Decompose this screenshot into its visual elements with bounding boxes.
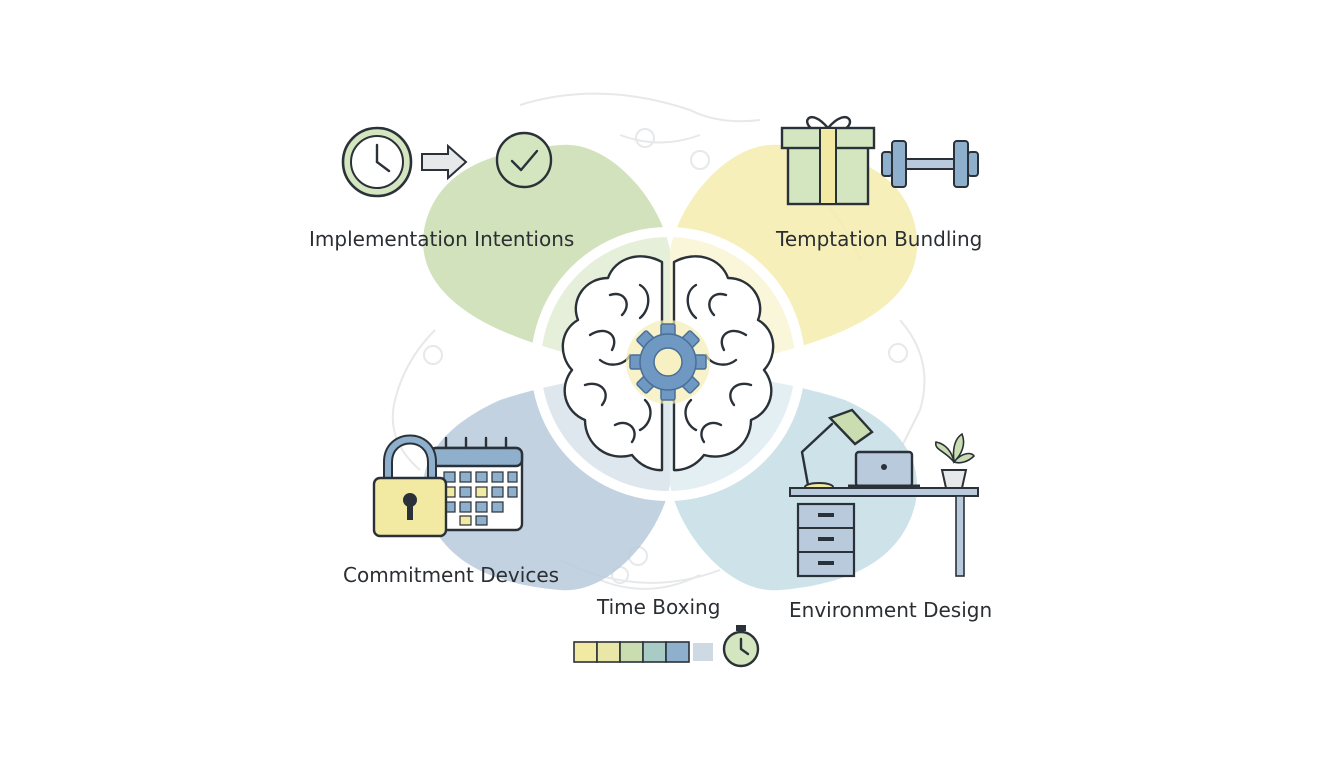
stopwatch-icon [722,625,760,668]
calendar-icon [428,436,524,532]
timeboxing-icons [573,625,760,668]
plant-icon [934,432,975,489]
label-commitment-devices: Commitment Devices [343,563,559,587]
gear-icon [626,320,710,404]
brain-icon [561,255,775,472]
progress-blocks-icon [573,641,713,663]
label-environment-design: Environment Design [789,598,992,622]
arrow-right-icon [421,143,468,181]
dumbbell-icon [881,140,979,188]
laptop-icon [848,450,920,488]
environment-icons [789,408,979,578]
desk-icon [789,487,979,578]
petals [423,144,918,591]
clock-icon [341,126,413,198]
check-circle-icon [495,131,553,189]
commitment-icons [372,434,524,538]
padlock-icon [372,434,448,538]
gift-icon [780,116,876,206]
label-temptation-bundling: Temptation Bundling [775,227,982,251]
label-time-boxing: Time Boxing [596,595,720,619]
implementation-icons [341,126,553,198]
temptation-icons [780,116,979,206]
label-implementation-intentions: Implementation Intentions [309,227,574,251]
